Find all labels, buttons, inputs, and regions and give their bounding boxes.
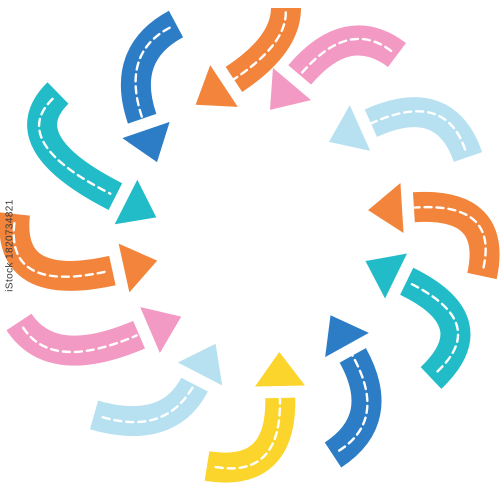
yellow-bottom-arrow-head (255, 352, 305, 387)
light-blue-bottom-left-arrow-head (177, 343, 223, 386)
yellow-bottom-arrow-dashes (214, 397, 282, 470)
blue-bottom-right-arrow (324, 315, 382, 468)
yellow-bottom-arrow-body (204, 397, 296, 483)
light-blue-right-upper-arrow (328, 97, 483, 163)
blue-bottom-right-arrow-head (325, 315, 369, 358)
orange-top-arrow-head (195, 65, 238, 107)
orange-left-arrow (0, 212, 158, 293)
orange-top-arrow-dashes (231, 11, 287, 82)
pink-left-lower-arrow-body (6, 313, 145, 366)
teal-left-upper-arrow-body (27, 82, 123, 210)
teal-right-lower-arrow-head (365, 253, 407, 299)
orange-right-arrow-dashes (413, 205, 487, 269)
blue-top-left-arrow-head (122, 121, 170, 163)
orange-top-arrow-body (225, 7, 301, 92)
blue-bottom-right-arrow-body (324, 348, 382, 468)
light-blue-right-upper-arrow-dashes (370, 110, 467, 151)
blue-bottom-right-arrow-dashes (338, 353, 369, 452)
teal-left-upper-arrow-head (114, 179, 157, 225)
pink-top-right-arrow (270, 25, 407, 110)
teal-left-upper-arrow-dashes (37, 97, 112, 195)
yellow-bottom-arrow (204, 352, 305, 483)
teal-right-lower-arrow (365, 253, 471, 389)
arrows-group (0, 7, 500, 483)
light-blue-bottom-left-arrow-dashes (101, 381, 197, 424)
orange-left-arrow-dashes (12, 222, 110, 278)
orange-top-arrow (195, 7, 301, 107)
orange-right-arrow-body (412, 191, 500, 280)
light-blue-bottom-left-arrow (89, 343, 223, 436)
orange-right-arrow-head (368, 183, 404, 233)
teal-right-lower-arrow-dashes (407, 281, 460, 373)
pink-top-right-arrow-head (270, 67, 312, 110)
pink-top-right-arrow-dashes (298, 37, 393, 77)
light-blue-bottom-left-arrow-body (89, 377, 208, 436)
pink-left-lower-arrow-dashes (21, 326, 138, 354)
pink-left-lower-arrow-head (140, 307, 182, 353)
blue-top-left-arrow (120, 10, 184, 163)
light-blue-right-upper-arrow-head (328, 105, 371, 151)
pink-left-lower-arrow (6, 307, 182, 366)
teal-right-lower-arrow-body (399, 267, 471, 389)
orange-left-arrow-head (118, 243, 158, 293)
orange-right-arrow (368, 183, 500, 280)
light-blue-right-upper-arrow-body (364, 97, 483, 163)
teal-left-upper-arrow (27, 82, 157, 225)
blue-top-left-arrow-dashes (134, 26, 171, 121)
pink-top-right-arrow-body (288, 25, 407, 85)
